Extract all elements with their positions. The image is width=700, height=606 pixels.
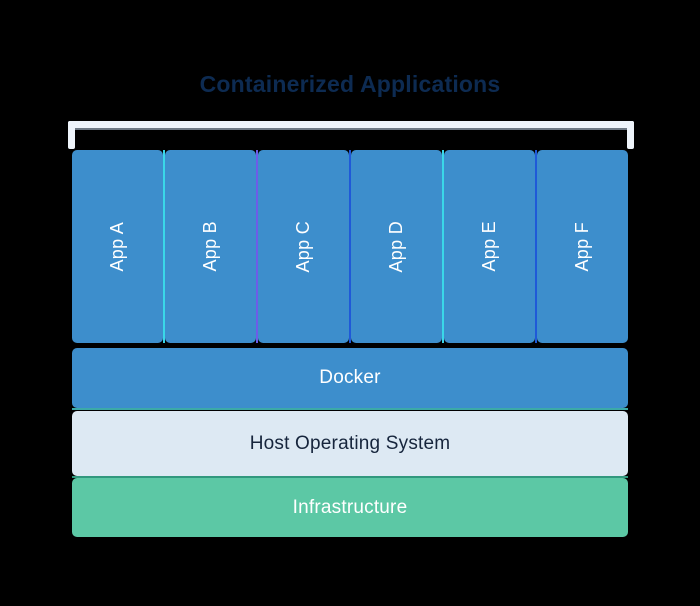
- container-frame-bracket: [68, 121, 634, 149]
- frame-inner-fill: [75, 128, 627, 149]
- app-label: App E: [479, 221, 499, 272]
- app-label: App B: [200, 221, 220, 272]
- app-box-a[interactable]: App A: [72, 150, 163, 343]
- app-box-e[interactable]: App E: [442, 150, 535, 343]
- app-box-d[interactable]: App D: [349, 150, 442, 343]
- frame-top-bar: [68, 121, 634, 128]
- containerized-apps-row: App A App B App C App D App E App F: [72, 150, 628, 343]
- frame-left-stub: [68, 121, 75, 149]
- app-label: App F: [572, 221, 592, 272]
- layer-infrastructure[interactable]: Infrastructure: [72, 478, 628, 537]
- frame-right-stub: [627, 121, 634, 149]
- frame-inner-highlight: [75, 128, 627, 130]
- app-label: App A: [107, 221, 127, 272]
- app-box-b[interactable]: App B: [163, 150, 256, 343]
- page-title: Containerized Applications: [199, 71, 501, 97]
- app-label: App C: [293, 220, 313, 273]
- app-label: App D: [386, 220, 406, 273]
- layer-host-operating-system[interactable]: Host Operating System: [72, 411, 628, 478]
- layer-docker[interactable]: Docker: [72, 348, 628, 410]
- app-box-c[interactable]: App C: [256, 150, 349, 343]
- app-box-f[interactable]: App F: [535, 150, 628, 343]
